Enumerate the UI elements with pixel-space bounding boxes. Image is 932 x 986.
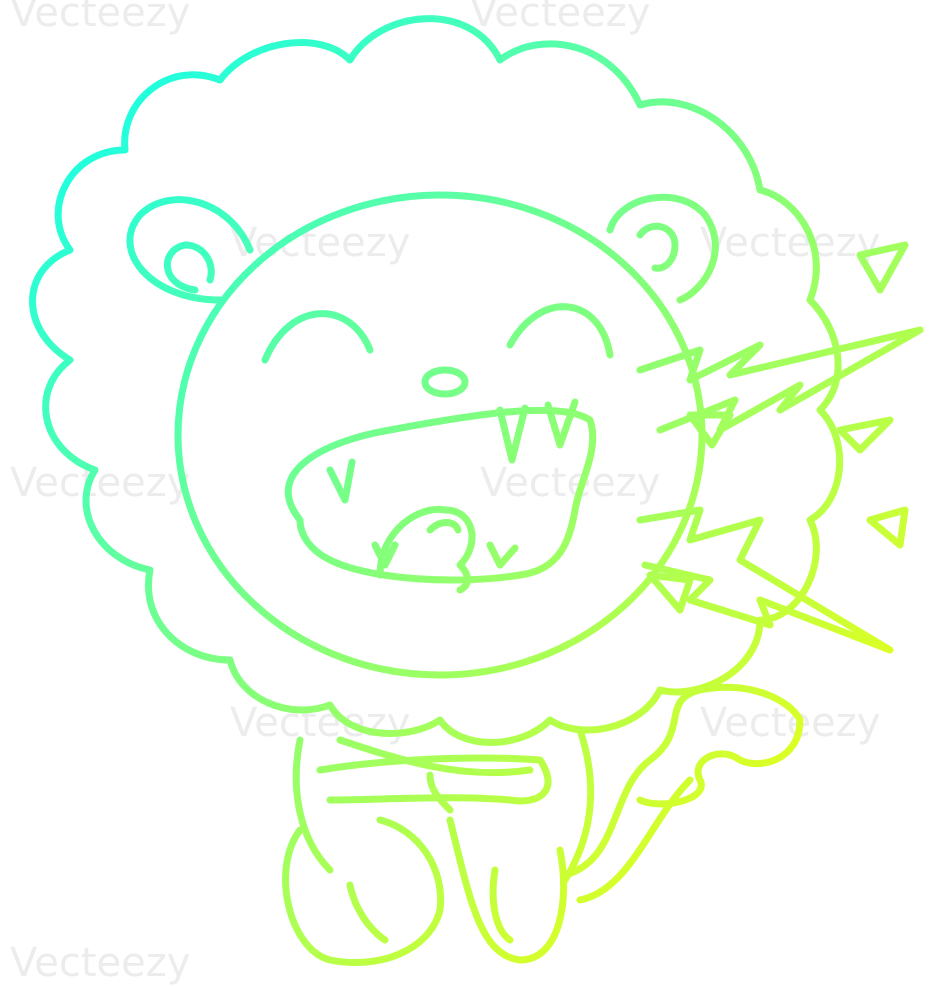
mane [29,15,844,746]
left-ear [126,196,254,304]
watermark: Vecteezy [10,460,191,506]
watermark: Vecteezy [480,460,661,506]
left-eye [261,310,374,364]
tail [576,776,694,904]
watermark: Vecteezy [470,0,651,36]
spark [646,571,694,614]
spark [866,506,909,549]
leg [282,816,445,967]
leg [446,816,568,964]
tooth [544,398,579,449]
tongue [376,505,476,594]
tooth [486,541,519,569]
arms [336,736,534,777]
tooth [496,404,529,464]
spark [836,416,894,454]
paw [489,866,514,944]
arms [426,771,454,814]
spark [686,411,734,449]
watermark: Vecteezy [10,940,191,986]
face [174,191,706,679]
tooth [371,541,399,569]
left-ear-inner [164,241,215,294]
watermark: Vecteezy [700,220,881,266]
tooth [326,458,356,504]
body [561,726,595,884]
nose [421,366,469,398]
right-ear-inner [636,222,679,272]
tongue-line [426,519,462,534]
right-ear [606,193,719,304]
tail [561,683,804,879]
right-eye [506,303,614,359]
body [292,736,334,874]
lightning-bolt [636,506,894,654]
mouth [284,406,597,584]
paw [346,881,389,944]
spark [856,241,909,294]
watermark: Vecteezy [10,0,191,36]
